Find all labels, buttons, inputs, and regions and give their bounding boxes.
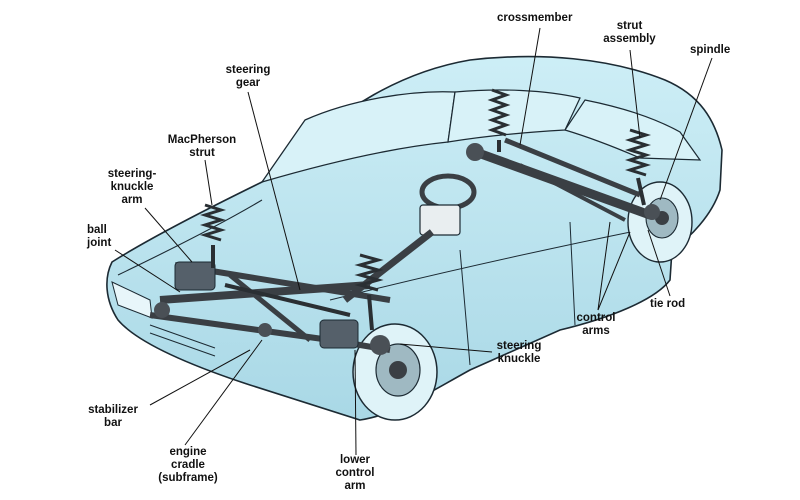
label-tie-rod: tie rod [650,298,686,310]
leader-lower-control-arm [354,349,357,456]
label-stabilizer-bar: stabilizer bar [88,404,138,429]
body-crease [329,224,666,301]
hood-line [117,199,263,276]
side-window-front [447,89,581,143]
door-line [459,221,576,366]
leader-stabilizer-bar [149,349,251,406]
label-ball-joint: ball joint [87,224,112,249]
front-wheel [352,323,438,421]
label-steering-knuckle-arm: steering- knuckle arm [107,168,157,206]
leader-lines [114,27,713,456]
front-suspension [149,203,391,355]
label-steering-gear: steering gear [225,64,271,89]
grille [149,324,216,357]
leader-control-arms-a [597,221,611,311]
leader-crossmember [519,27,541,146]
leader-tie-rod [647,229,671,297]
label-lower-control-arm: lower control arm [335,454,375,492]
leader-spindle [659,57,713,201]
label-control-arms: control arms [576,312,616,337]
rear-suspension [466,88,660,222]
label-macpherson-strut: MacPherson strut [167,134,237,159]
leader-steering-gear [247,91,301,291]
leader-control-arms-b [597,231,631,311]
leader-engine-cradle [184,339,263,446]
leader-steering-knuckle-arm [144,207,193,263]
label-spindle: spindle [690,44,731,56]
label-crossmember: crossmember [497,12,573,24]
leader-macpherson-strut [204,159,213,206]
label-engine-cradle: engine cradle (subframe) [158,446,218,484]
label-strut-assembly: strut assembly [603,20,656,45]
leader-steering-knuckle [399,343,493,353]
label-steering-knuckle: steering knuckle [496,340,542,365]
leader-ball-joint [114,249,181,293]
leader-strut-assembly [629,49,641,139]
